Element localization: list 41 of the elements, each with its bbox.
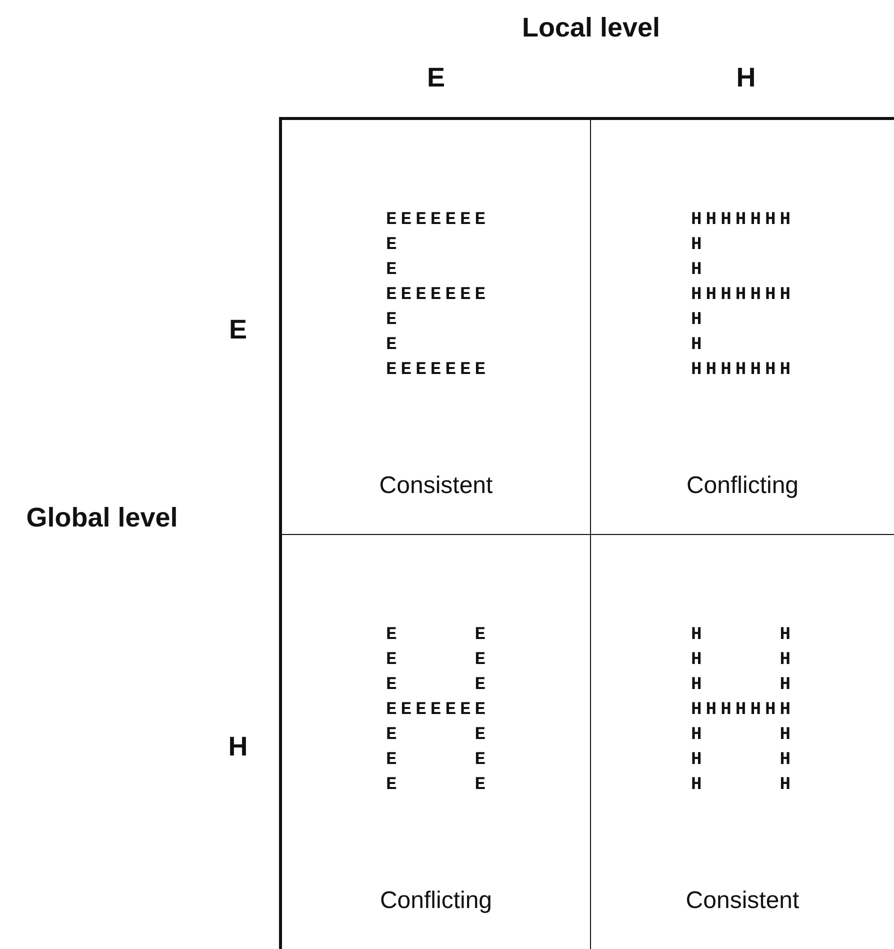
stimulus-row-text: H H bbox=[691, 674, 795, 697]
stimulus-row-text: H bbox=[691, 309, 706, 332]
level-letter: H bbox=[228, 732, 248, 762]
stimulus-row-text: H bbox=[691, 259, 706, 282]
level-letter: E bbox=[427, 62, 445, 94]
axis-heading: Global level bbox=[26, 502, 178, 534]
stimulus-row-text: H H bbox=[691, 724, 795, 747]
stimulus-row-text: HHHHHHH bbox=[691, 699, 795, 722]
stimulus-row-text: EEEEEEE bbox=[386, 209, 490, 232]
condition-label: Consistent bbox=[684, 887, 800, 915]
stimulus-row-text: EEEEEEE bbox=[386, 359, 490, 382]
table-cell bbox=[591, 117, 894, 535]
stimulus-row-text: H bbox=[691, 334, 706, 357]
table-cell bbox=[279, 535, 591, 949]
stimulus-row-text: H H bbox=[691, 624, 795, 647]
stimulus-row-text: H H bbox=[691, 649, 795, 672]
level-letter: E bbox=[229, 314, 247, 346]
condition-label: Conflicting bbox=[685, 472, 800, 500]
stimulus-row-text: EEEEEEE bbox=[386, 699, 490, 722]
stimulus-row-text: E E bbox=[386, 649, 490, 672]
stimulus-row-text: E E bbox=[386, 674, 490, 697]
stimulus-row-text: HHHHHHH bbox=[691, 359, 795, 382]
axis-heading: Local level bbox=[522, 12, 660, 44]
stimulus-row-text: E bbox=[386, 334, 401, 357]
stimulus-row-text: H H bbox=[691, 749, 795, 772]
level-letter: H bbox=[736, 62, 756, 94]
stimulus-row-text: E bbox=[386, 234, 401, 257]
stimulus-row-text: EEEEEEE bbox=[386, 284, 490, 307]
stimulus-row-text: E bbox=[386, 309, 401, 332]
stimulus-row-text: H H bbox=[691, 774, 795, 797]
stimulus-row-text: E E bbox=[386, 749, 490, 772]
stimulus-row-text: HHHHHHH bbox=[691, 284, 795, 307]
condition-label: Consistent bbox=[378, 472, 494, 500]
stimulus-row-text: E E bbox=[386, 724, 490, 747]
stimulus-row-text: HHHHHHH bbox=[691, 209, 795, 232]
stimulus-row-text: E E bbox=[386, 624, 490, 647]
condition-label: Conflicting bbox=[378, 887, 494, 915]
table-cell bbox=[279, 117, 591, 535]
stimulus-row-text: E E bbox=[386, 774, 490, 797]
stimulus-row-text: E bbox=[386, 259, 401, 282]
stimulus-row-text: H bbox=[691, 234, 706, 257]
